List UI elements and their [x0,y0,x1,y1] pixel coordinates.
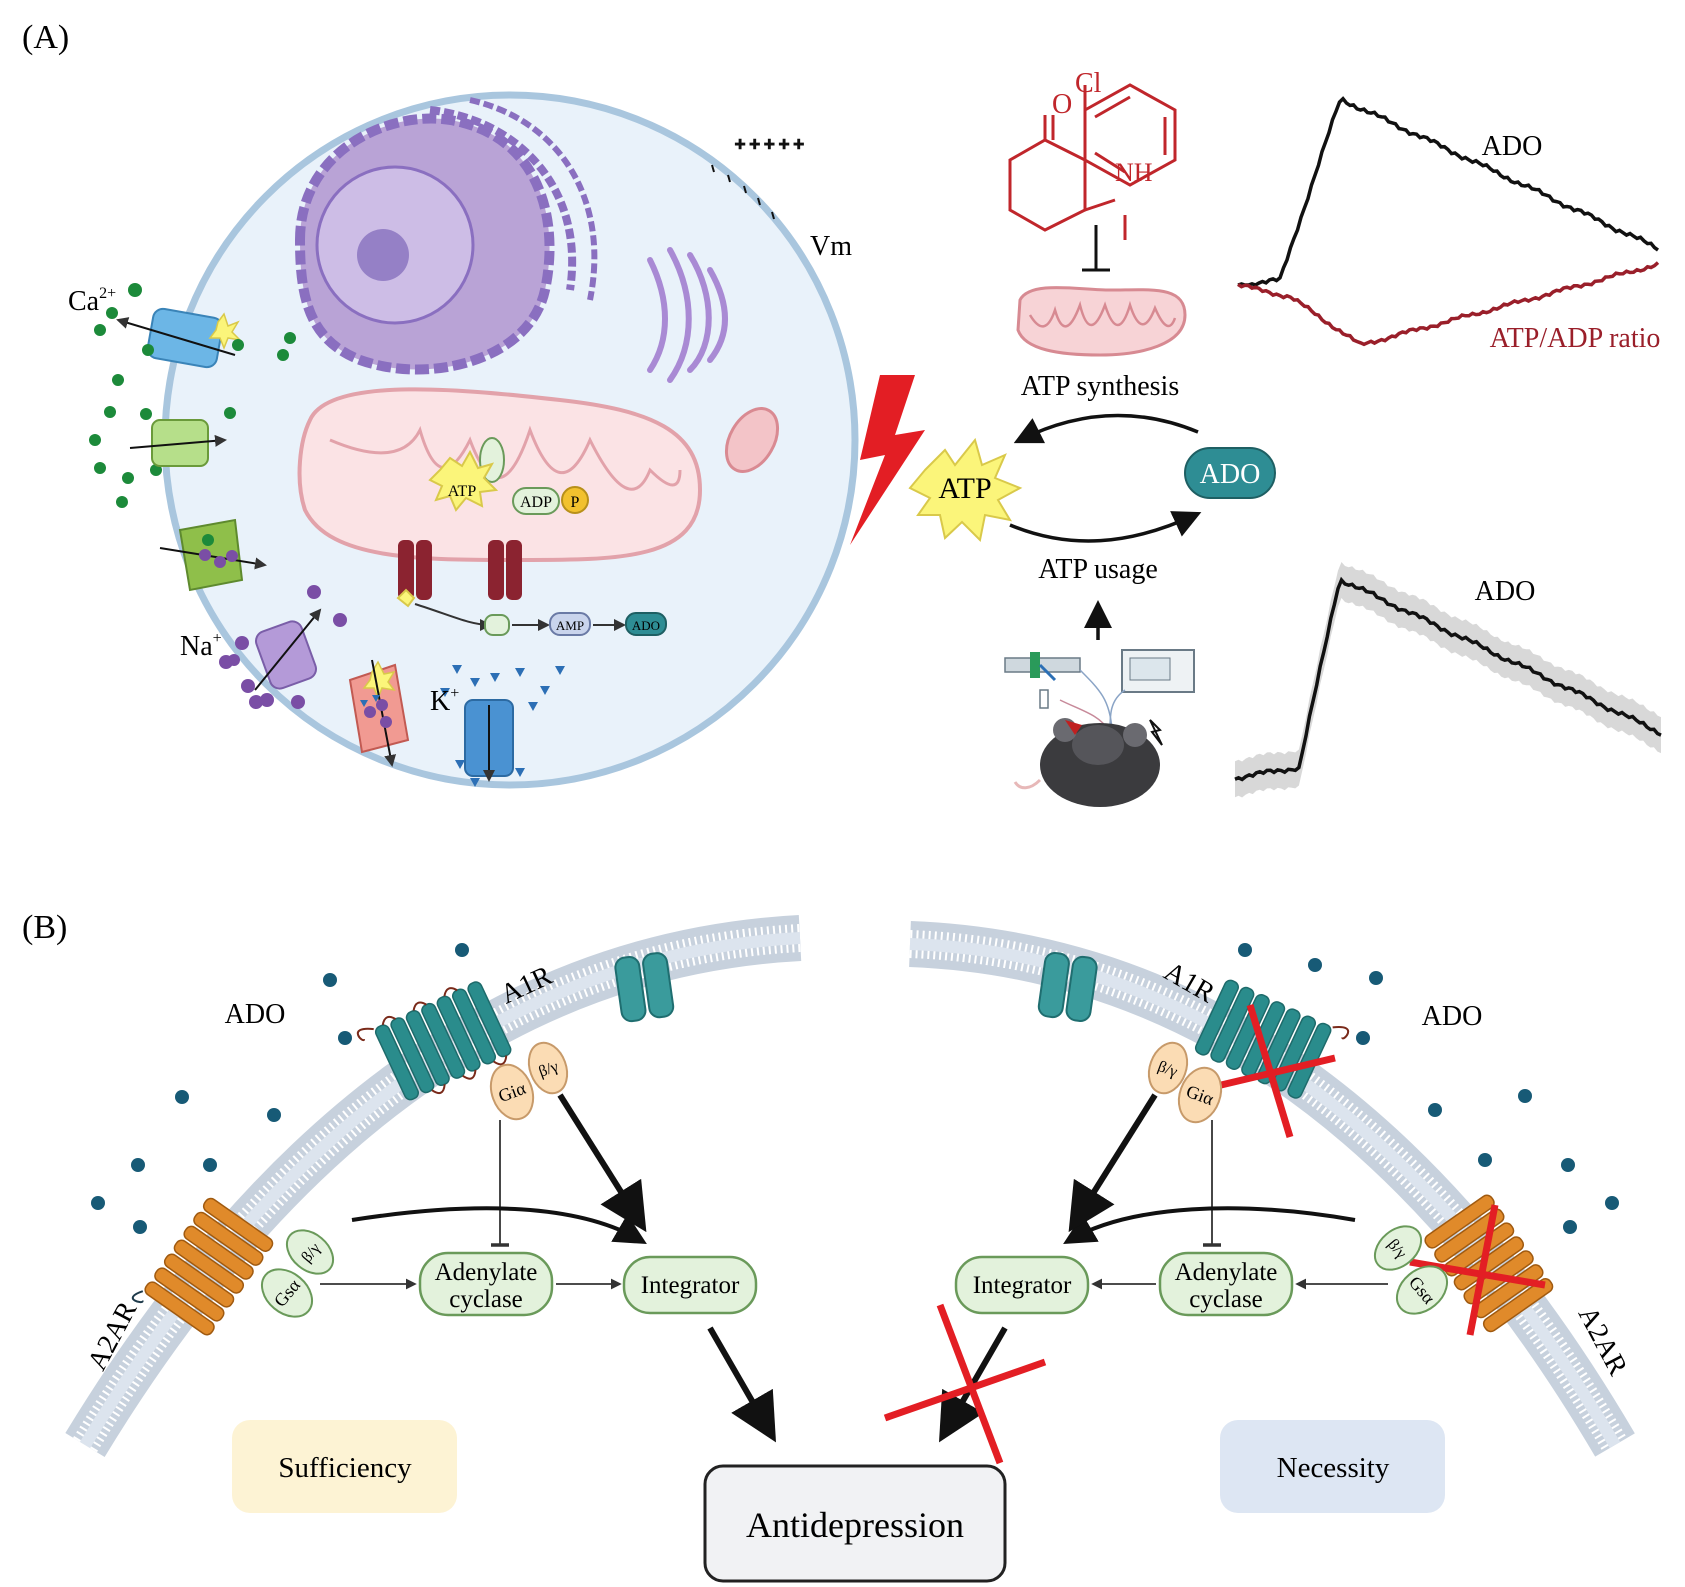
a2ar-receptor-left [131,1197,274,1336]
gs-protein-left: Gsα β/γ [260,1229,335,1318]
ado-left-label: ADO [225,999,286,1030]
sodium-ions [219,585,347,709]
panel-a-label: (A) [22,19,69,56]
ketamine-structure [1008,83,1177,240]
membrane-potential-marks: + + + + + [711,133,805,220]
adenylate-right-text: Adenylate [1175,1259,1278,1286]
sodium-channel [254,608,322,691]
trace-top-ratio-label: ATP/ADP ratio [1490,323,1661,354]
integrator-right-text: Integrator [973,1272,1072,1299]
gs-protein-right: β/γ Gsα [1373,1225,1449,1315]
amp-text: AMP [556,618,584,633]
gi-protein-left: Giα β/γ [489,1041,569,1121]
integrator-right: Integrator [954,1255,1090,1315]
recording-setup-icon [1004,649,1195,731]
integrator-left-text: Integrator [641,1272,740,1299]
nucleus [294,97,598,375]
sufficiency-box: Sufficiency [232,1420,457,1513]
atp-burst: ATP [908,437,1023,543]
ado-molecules-right [1238,943,1619,1234]
integrator-left: Integrator [622,1255,758,1315]
svg-text:+ + + + +: + + + + + [735,134,804,154]
cell: + + + + + Vm [68,91,859,789]
calcium-channel [116,307,243,369]
bg-left-a1r-text: β/γ [536,1058,560,1081]
small-mitochondrion [724,407,780,473]
mito-adp-text: ADP [520,494,552,511]
antidepression-text: Antidepression [746,1505,964,1545]
molecule-cl: Cl [1075,68,1102,99]
mitochondrion-cycle-icon [1016,286,1187,357]
molecule-o: O [1052,89,1072,120]
cyclase-left-text: cyclase [449,1286,523,1313]
inhibition-bar [1082,225,1110,272]
ado-small-text: ADO [632,618,660,633]
a1r-right-cross-icon [1199,1003,1336,1139]
cycle-arrows [1009,413,1202,543]
sufficiency-text: Sufficiency [278,1452,412,1484]
calcium-ions [89,283,296,508]
ado-molecules-left [91,943,469,1234]
ant-transporters [398,540,522,600]
ion-channel-right [1037,951,1098,1022]
panel-b-label: (B) [22,909,67,946]
necessity-text: Necessity [1277,1452,1390,1484]
potassium-ions [440,665,565,787]
right-arrows [939,1093,1388,1443]
electrical-stimulation-icon [850,375,925,545]
adenylate-cyclase-left: Adenylate cyclase [418,1251,554,1317]
ado-right-label: ADO [1422,1001,1483,1032]
gi-protein-right: β/γ Giα [1147,1041,1223,1124]
adenylate-left-text: Adenylate [435,1259,538,1286]
a1r-receptor-left [356,981,512,1101]
mito-p-text: P [571,494,580,511]
mito-adp-badge: ADP P [512,486,589,515]
potassium-label: K+ [430,685,459,717]
molecule-nh: NH [1115,158,1153,187]
calcium-label: Ca2+ [68,285,116,317]
golgi [647,247,728,383]
trace-top-ado-label: ADO [1482,131,1543,162]
vm-label: Vm [810,231,852,262]
potassium-channel [464,699,514,782]
trace-top [1237,96,1660,347]
atp-usage-label: ATP usage [1038,554,1158,585]
mouse-icon [1013,718,1163,807]
atpase-pump [348,659,410,767]
ado-pill: ADO [1184,447,1276,499]
sodium-label: Na+ [180,630,222,662]
integrator-output-cross-icon [883,1303,1047,1465]
exchanger-green [129,419,227,467]
antidepression-box: Antidepression [703,1464,1007,1583]
adenosine-chain: AMP ADO [396,588,667,636]
exchanger-olive [159,518,267,592]
ion-channel-left [614,952,675,1023]
trace-bottom [1234,562,1662,798]
atp-synthesis-label: ATP synthesis [1021,371,1179,402]
trace-bottom-ado-label: ADO [1475,576,1536,607]
adenylate-cyclase-right: Adenylate cyclase [1158,1251,1294,1317]
mito-atp-badge: ATP [428,449,499,512]
mito-atp-text: ATP [448,483,477,500]
bg-right-a1r-text: β/γ [1155,1058,1179,1081]
ado-cycle-text: ADO [1200,459,1261,490]
cyclase-right-text: cyclase [1189,1286,1263,1313]
left-arrows [320,1093,776,1443]
atp-cycle-text: ATP [938,472,991,505]
necessity-box: Necessity [1220,1420,1445,1513]
